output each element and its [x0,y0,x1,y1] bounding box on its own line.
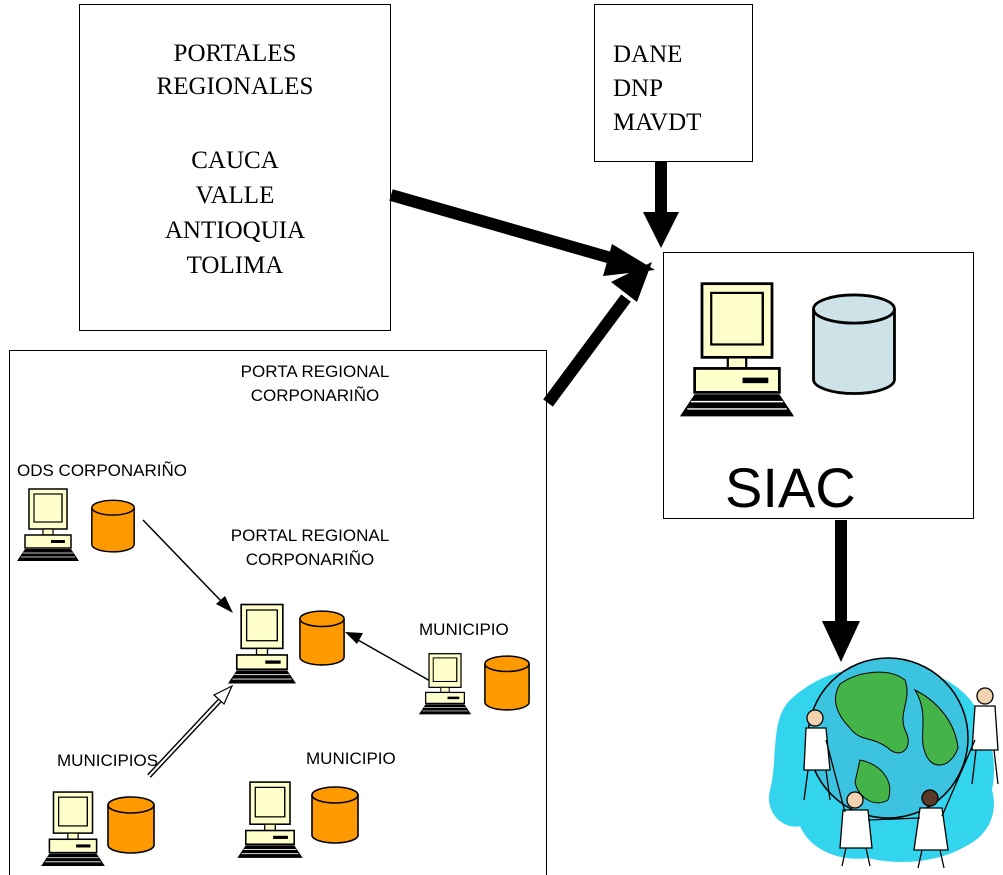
portal-label-line-1: PORTAL REGIONAL [230,526,390,545]
siac-label: SIAC [725,456,856,519]
database-icon [91,499,135,553]
database-icon [299,610,345,666]
computer-icon [17,488,79,562]
computer-icon [418,652,472,716]
region-item: ANTIOQUIA [164,217,306,244]
database-icon [311,786,359,844]
arrow-municipio-to-portal [345,632,433,683]
database-icon [812,293,896,396]
arrow-municipios-to-portal [147,684,234,778]
arrow-portales-to-siac [389,189,655,276]
porta-regional-title: PORTA REGIONAL CORPONARIÑO [190,360,440,408]
source-item: DANE [613,41,683,68]
globe-people-clipart [768,657,999,869]
arrow-ods-to-portal [142,519,233,613]
computer-icon [678,282,796,418]
arrow-sources-to-siac [643,162,679,248]
municipio-right-label: MUNICIPIO [419,620,509,639]
source-item: MAVDT [613,109,702,136]
region-item: VALLE [195,182,275,209]
portales-regionales-title: PORTALES REGIONALES [79,37,391,103]
database-icon [107,796,155,854]
computer-icon [40,791,106,867]
portales-regionales-box [79,4,391,331]
arrow-regional-to-siac [543,262,652,407]
region-item: TOLIMA [186,252,284,279]
municipios-label: MUNICIPIOS [57,751,159,770]
computer-icon [236,781,304,859]
regions-list: CAUCA VALLE ANTIOQUIA TOLIMA [79,143,391,283]
municipio-bottom-label: MUNICIPIO [306,749,396,768]
portales-title-line-2: REGIONALES [156,73,314,100]
arrow-siac-to-world [822,520,860,662]
portales-title-line-1: PORTALES [173,40,297,67]
computer-icon [228,603,296,685]
porta-title-line-2: CORPONARIÑO [250,386,380,405]
porta-title-line-1: PORTA REGIONAL [240,362,390,381]
region-item: CAUCA [191,147,279,174]
source-item: DNP [613,75,664,102]
portal-label-line-2: CORPONARIÑO [245,550,375,569]
portal-regional-label: PORTAL REGIONAL CORPONARIÑO [190,524,430,572]
sources-list: DANE DNP MAVDT [613,38,701,140]
data-sources-box [594,4,753,162]
database-icon [484,655,530,711]
ods-corponarino-label: ODS CORPONARIÑO [17,461,188,480]
